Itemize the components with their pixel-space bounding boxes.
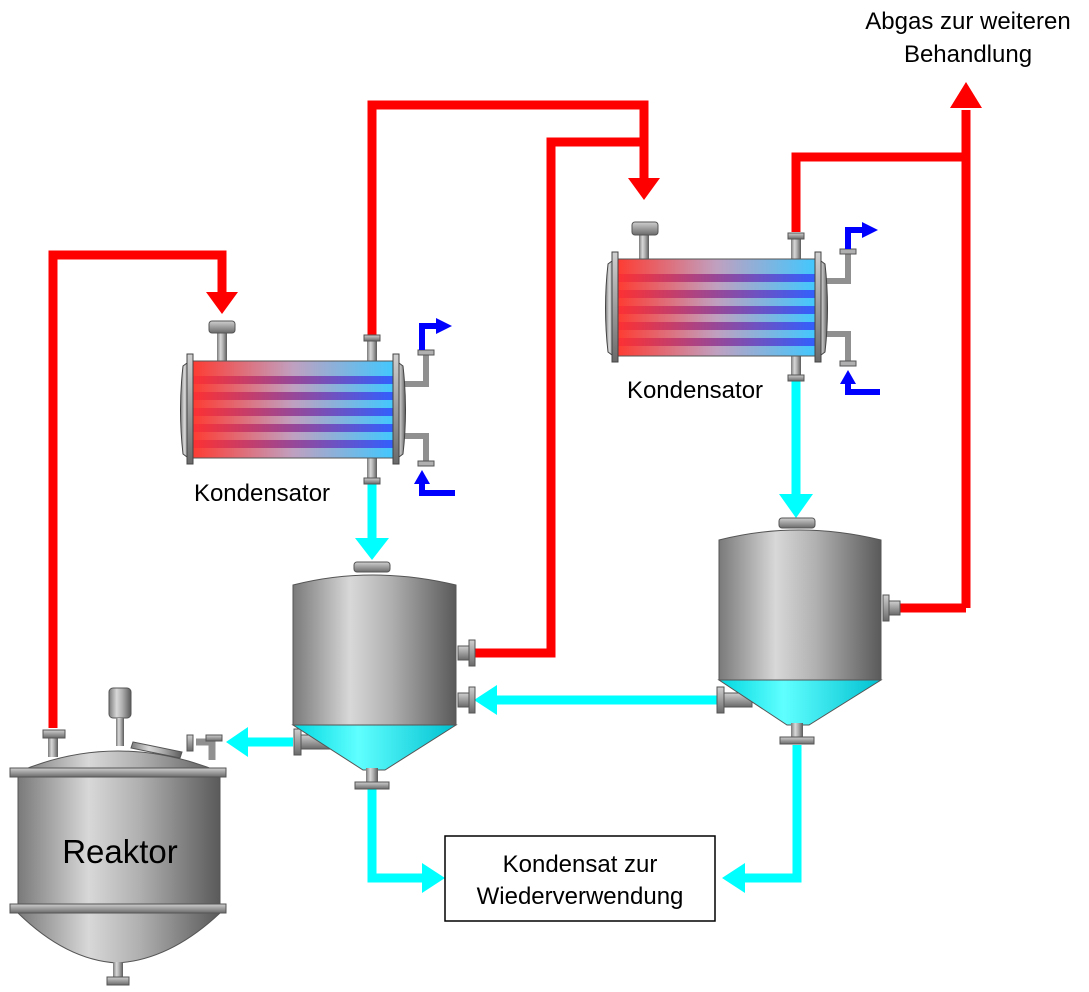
condenser1-label: Kondensator (194, 480, 330, 507)
vapor-arrow-condenser1 (206, 292, 238, 314)
recycle-label-line2: Wiederverwendung (477, 883, 684, 910)
condensate-line-sep2-to-recycle (742, 745, 802, 883)
condensate-arrow-sep1-inlet (474, 685, 497, 715)
exhaust-label-line1: Abgas zur weiteren (865, 8, 1070, 35)
condensate-arrow-reactor (226, 727, 248, 757)
condensate-arrow-recycle-right (722, 863, 745, 893)
condenser2-label: Kondensator (627, 377, 763, 404)
coolant-in-line-c2 (845, 382, 880, 395)
condenser1-coolant-piping (402, 355, 429, 462)
coolant-out-line-c2 (845, 227, 864, 249)
exhaust-label-line2: Behandlung (904, 41, 1032, 68)
coolant-out-arrow-c1 (436, 318, 452, 334)
vapor-line-separator1-to-condenser2 (472, 137, 644, 658)
condensate-arrow-sep2 (779, 494, 813, 518)
condensate-line-sep1-to-recycle (367, 785, 425, 883)
condenser-2 (605, 221, 880, 395)
coolant-in-arrow-c2 (840, 370, 856, 384)
recycle-box (444, 835, 716, 922)
vapor-line-reactor-to-condenser1 (48, 250, 227, 728)
coolant-out-arrow-c2 (862, 222, 878, 238)
recycle-label-line1: Kondensat zur (503, 851, 658, 878)
coolant-out-line-c1 (419, 323, 438, 350)
condenser2-coolant-piping (824, 253, 851, 362)
reactor (9, 687, 227, 986)
coolant-in-line-c1 (419, 482, 455, 496)
reactor-label: Reaktor (62, 833, 178, 870)
separator-2 (716, 517, 901, 745)
condensate-arrow-recycle-left (422, 863, 445, 893)
vapor-arrow-condenser2 (628, 178, 660, 200)
condenser-1 (180, 318, 455, 496)
condensate-lines (245, 380, 802, 883)
vapor-lines (48, 100, 971, 728)
condensate-arrow-sep1 (355, 538, 389, 560)
vapor-line-condenser2-to-exhaust (791, 152, 966, 232)
separator-1 (291, 561, 476, 790)
coolant-in-arrow-c1 (414, 470, 430, 484)
vapor-arrow-exhaust (950, 82, 982, 108)
